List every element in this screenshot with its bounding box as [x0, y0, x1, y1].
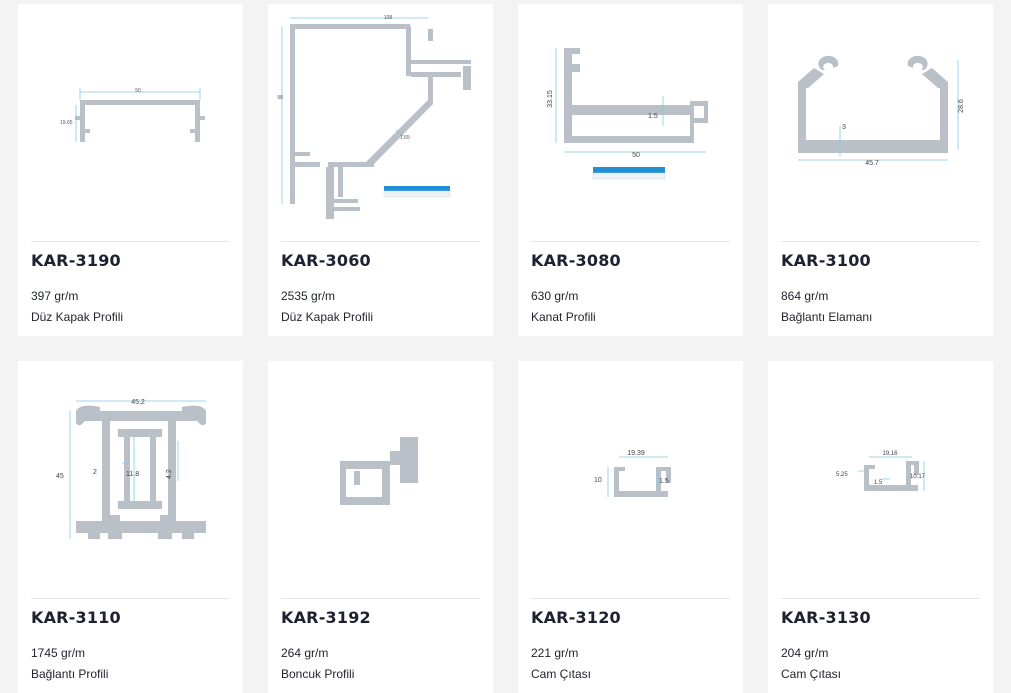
- product-code[interactable]: KAR-3192: [281, 608, 371, 627]
- product-weight: 2535 gr/m: [281, 289, 336, 303]
- product-card-kar-3192[interactable]: KAR-3192 264 gr/m Boncuk Profili: [268, 361, 493, 693]
- product-type: Cam Çıtası: [531, 667, 592, 681]
- card-divider: [281, 598, 480, 599]
- spec-table: [384, 186, 450, 191]
- dimension-label: 50: [135, 88, 141, 94]
- product-code[interactable]: KAR-3110: [31, 608, 121, 627]
- dimension-label: 28.6: [958, 99, 965, 113]
- product-weight: 630 gr/m: [531, 289, 579, 303]
- product-code[interactable]: KAR-3190: [31, 251, 121, 270]
- product-weight: 204 gr/m: [781, 646, 829, 660]
- dimension-label: 19.39: [627, 450, 645, 457]
- product-type: Düz Kapak Profili: [281, 310, 374, 324]
- product-code[interactable]: KAR-3080: [531, 251, 621, 270]
- product-weight: 397 gr/m: [31, 289, 79, 303]
- card-divider: [31, 241, 230, 242]
- dimension-label: 108: [384, 15, 393, 21]
- profile-drawing-kar-3110[interactable]: 45.2 45 2 11.8 4.2: [18, 361, 243, 598]
- product-card-kar-3120[interactable]: 19.39 10 1.5 KAR-3120 221 gr/m Cam Çıtas…: [518, 361, 743, 693]
- card-divider: [781, 241, 980, 242]
- product-code[interactable]: KAR-3060: [281, 251, 371, 270]
- product-code[interactable]: KAR-3130: [781, 608, 871, 627]
- profile-drawing-kar-3060[interactable]: 108 98 1.65: [268, 4, 493, 241]
- dimension-label: 11.8: [126, 471, 139, 478]
- product-weight: 264 gr/m: [281, 646, 329, 660]
- product-type: Kanat Profili: [531, 310, 596, 324]
- dimension-label: 33.15: [547, 90, 554, 108]
- dimension-label: 1.65: [400, 135, 410, 141]
- card-divider: [531, 598, 730, 599]
- dimension-label: 19.16: [882, 451, 898, 457]
- product-weight: 864 gr/m: [781, 289, 829, 303]
- dimension-label: 45: [56, 473, 64, 480]
- profile-drawing-kar-3120[interactable]: 19.39 10 1.5: [518, 361, 743, 598]
- profile-drawing-kar-3080[interactable]: 33.15 1.5 50: [518, 4, 743, 241]
- card-divider: [281, 241, 480, 242]
- spec-table: [593, 167, 665, 173]
- product-type: Cam Çıtası: [781, 667, 842, 681]
- dimension-label: 1.5: [659, 478, 669, 485]
- dimension-label: 10.17: [910, 474, 926, 480]
- product-card-kar-3130[interactable]: 19.16 5.25 10.17 1.5 KAR-3130 204 gr/m C…: [768, 361, 993, 693]
- profile-drawing-kar-3100[interactable]: 28.6 3 45.7: [768, 4, 993, 241]
- product-type: Bağlantı Profili: [31, 667, 109, 681]
- card-divider: [531, 241, 730, 242]
- profile-drawing-kar-3192[interactable]: [268, 361, 493, 598]
- profile-drawing-kar-3130[interactable]: 19.16 5.25 10.17 1.5: [768, 361, 993, 598]
- dimension-label: 45.7: [865, 160, 879, 167]
- product-card-kar-3100[interactable]: 28.6 3 45.7 KAR-3100 864 gr/m Bağlantı E…: [768, 4, 993, 336]
- product-weight: 221 gr/m: [531, 646, 579, 660]
- dimension-label: 50: [632, 152, 640, 159]
- product-code[interactable]: KAR-3100: [781, 251, 871, 270]
- product-card-kar-3110[interactable]: 45.2 45 2 11.8 4.2 KAR-3110 1745 gr/m Ba…: [18, 361, 243, 693]
- card-divider: [781, 598, 980, 599]
- dimension-label: 1.5: [874, 480, 883, 486]
- product-card-kar-3190[interactable]: 50 19.65 KAR-3190 397 gr/m Düz Kapak Pro…: [18, 4, 243, 336]
- product-code[interactable]: KAR-3120: [531, 608, 621, 627]
- product-type: Bağlantı Elamanı: [781, 310, 873, 324]
- profile-drawing-kar-3190[interactable]: 50 19.65: [18, 4, 243, 241]
- dimension-label: 19.65: [60, 120, 73, 126]
- product-card-kar-3060[interactable]: 108 98 1.65 KAR-3060 2535 gr/m Düz Kapak…: [268, 4, 493, 336]
- dimension-label: 5.25: [836, 472, 848, 478]
- dimension-label: 45.2: [131, 399, 145, 406]
- dimension-label: 4.2: [166, 469, 173, 479]
- dimension-label: 3: [842, 124, 846, 131]
- card-divider: [31, 598, 230, 599]
- product-card-kar-3080[interactable]: 33.15 1.5 50 KAR-3080 630 gr/m Kanat Pro…: [518, 4, 743, 336]
- dimension-label: 1.5: [648, 113, 658, 120]
- product-type: Düz Kapak Profili: [31, 310, 124, 324]
- product-weight: 1745 gr/m: [31, 646, 86, 660]
- dimension-label: 2: [93, 469, 97, 476]
- product-type: Boncuk Profili: [281, 667, 355, 681]
- dimension-label: 98: [277, 95, 283, 101]
- dimension-label: 10: [594, 477, 602, 484]
